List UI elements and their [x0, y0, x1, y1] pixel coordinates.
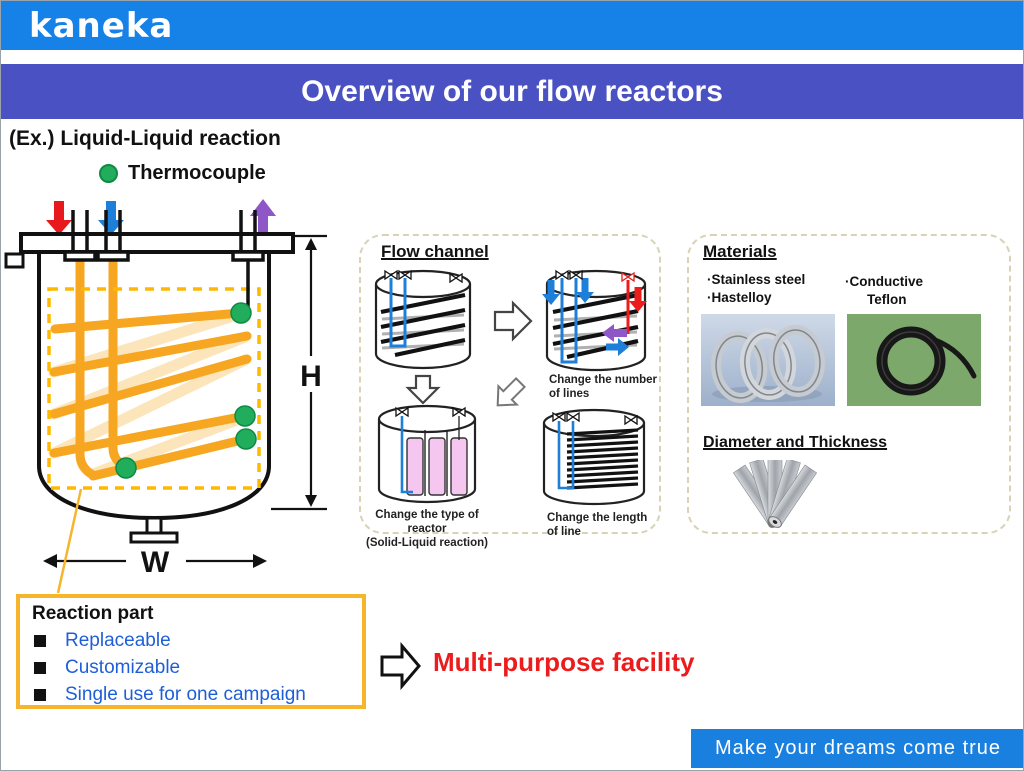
- bullet-square-icon: [34, 688, 46, 701]
- material-conductive: ·Conductive: [845, 274, 924, 289]
- vessel-lid: [19, 232, 295, 254]
- thermocouple-legend: Thermocouple: [99, 162, 266, 185]
- thermocouple-icon: [99, 164, 118, 183]
- thermocouple-dots: [115, 302, 257, 479]
- title-banner: Overview of our flow reactors: [1, 64, 1023, 119]
- cylinder-number-of-lines: [542, 269, 647, 372]
- material-teflon: Teflon: [867, 292, 907, 307]
- footer-banner: Make your dreams come true: [691, 729, 1023, 768]
- reaction-zone-dashed-box: [47, 287, 261, 490]
- diameter-thickness-photo: [732, 460, 818, 528]
- conclusion-text: Multi-purpose facility: [433, 647, 695, 677]
- caption-number-of-lines: Change the number of lines: [549, 374, 657, 401]
- header-bar: kaneka: [1, 1, 1023, 50]
- cylinder-length-of-line: [542, 408, 646, 506]
- list-item: Customizable: [34, 654, 362, 681]
- callout-line: [56, 488, 83, 594]
- dim-w-label: W: [141, 546, 170, 579]
- lid-handle: [4, 252, 25, 269]
- reaction-part-title: Reaction part: [32, 603, 154, 624]
- example-heading: (Ex.) Liquid-Liquid reaction: [9, 127, 281, 150]
- thermocouple-label: Thermocouple: [128, 162, 266, 184]
- material-hastelloy: ·Hastelloy: [707, 290, 772, 305]
- kaneka-logo: kaneka: [29, 6, 174, 46]
- caption-type-of-reactor: Change the type of reactor (Solid-Liquid…: [365, 509, 489, 550]
- reactor-diagram: H W: [4, 199, 327, 594]
- list-item: Replaceable: [34, 627, 362, 654]
- arrow-diagonal-icon: [496, 377, 526, 407]
- arrow-right-icon: [493, 300, 533, 342]
- reaction-part-box: Reaction part Replaceable Customizable S…: [16, 594, 366, 709]
- materials-title: Materials: [703, 242, 777, 261]
- list-item: Single use for one campaign: [34, 681, 362, 708]
- cylinder-base: [374, 269, 472, 370]
- bullet-square-icon: [34, 661, 46, 674]
- flow-channel-diagram: [374, 269, 647, 506]
- flow-channel-panel: Flow channel: [359, 234, 661, 549]
- vessel-stand: [129, 516, 179, 544]
- footer-slogan: Make your dreams come true: [714, 737, 1002, 759]
- arrow-down-icon: [405, 374, 441, 405]
- page-title: Overview of our flow reactors: [301, 74, 723, 108]
- flow-channel-title: Flow channel: [381, 242, 489, 261]
- conductive-teflon-photo: [847, 314, 981, 406]
- material-stainless-steel: ·Stainless steel: [707, 272, 806, 287]
- caption-length-of-line: Change the length of line: [547, 512, 648, 539]
- diameter-title: Diameter and Thickness: [703, 434, 888, 451]
- stainless-steel-photo: [701, 314, 835, 406]
- outlet-arrow-purple-icon: [250, 199, 276, 235]
- nozzles: [63, 210, 265, 308]
- materials-panel: Materials ·Stainless steel ·Hastelloy ·C…: [687, 234, 1011, 534]
- dim-h-label: H: [300, 360, 322, 393]
- cylinder-solid-liquid: [377, 404, 477, 504]
- bullet-square-icon: [34, 634, 46, 647]
- inlet-arrow-red-icon: [46, 201, 72, 235]
- conclusion-arrow-icon: [380, 642, 421, 690]
